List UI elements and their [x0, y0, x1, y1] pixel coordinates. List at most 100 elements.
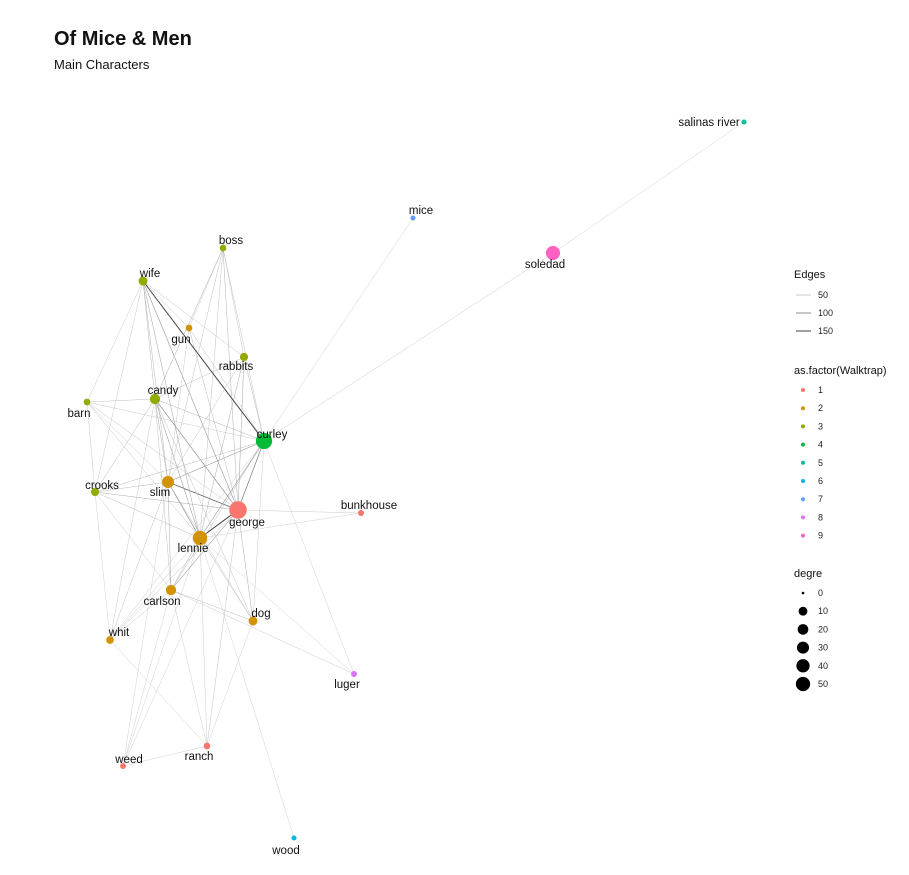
legend-color-key-6: [801, 479, 805, 483]
legend-color-title: as.factor(Walktrap): [794, 365, 887, 377]
edge-curley-boss: [222, 247, 265, 442]
legend-color-label-2: 2: [818, 403, 823, 413]
legend-size-label-50: 50: [818, 679, 828, 689]
legend-edge-label-100: 100: [818, 308, 833, 318]
node-label-george: george: [229, 517, 265, 529]
node-barn: [83, 398, 91, 406]
legend-color-label-9: 9: [818, 531, 823, 541]
edge-slim-dog: [167, 481, 254, 622]
edge-curley-wife: [142, 280, 265, 442]
edge-george-curley: [237, 440, 265, 511]
page-subtitle: Main Characters: [54, 57, 150, 72]
edge-curley-dog: [252, 440, 265, 622]
edge-lennie-bunkhouse: [199, 512, 362, 539]
page-title: Of Mice & Men: [54, 28, 192, 50]
edge-whit-ranch: [109, 639, 208, 747]
edge-curley-rabbits: [243, 356, 265, 442]
legend-size-label-30: 30: [818, 643, 828, 653]
edges-layer: [86, 121, 745, 839]
legend-edge-label-50: 50: [818, 290, 828, 300]
edge-curley-slim: [167, 440, 265, 483]
legend-color-key-9: [801, 533, 805, 538]
edge-wife-rabbits: [142, 280, 245, 358]
node-label-slim: slim: [150, 487, 170, 499]
labels-layer: georgeranchweedbunkhouselennieslimcarlso…: [67, 117, 739, 857]
edge-slim-rabbits: [167, 356, 245, 483]
edge-weed-ranch: [122, 745, 208, 767]
edge-carlson-luger: [170, 589, 355, 675]
node-wood: [291, 835, 297, 841]
edge-wife-barn: [86, 280, 144, 403]
edge-curley-barn: [86, 401, 265, 442]
edge-curley-luger: [263, 440, 355, 675]
node-luger: [351, 671, 357, 677]
edge-lennie-slim: [167, 481, 201, 539]
node-slim: [162, 476, 174, 488]
node-george: [229, 501, 247, 519]
edge-lennie-carlson: [170, 537, 201, 591]
legend-size-key-40: [796, 659, 810, 673]
edge-carlson-crooks: [94, 491, 172, 591]
node-label-barn: barn: [67, 408, 90, 420]
edge-george-weed: [122, 509, 239, 767]
edge-george-bunkhouse: [237, 509, 362, 514]
edge-slim-carlson: [167, 481, 172, 591]
edge-candy-whit: [109, 398, 156, 641]
edge-crooks-wife: [94, 280, 144, 493]
nodes-layer: [83, 119, 747, 841]
node-label-ranch: ranch: [185, 751, 214, 763]
edge-candy-rabbits: [154, 356, 245, 400]
node-label-mice: mice: [409, 205, 433, 217]
edge-boss-rabbits: [222, 247, 245, 358]
node-bunkhouse: [358, 510, 364, 516]
node-label-rabbits: rabbits: [219, 361, 254, 373]
node-carlson: [165, 584, 177, 596]
node-salinas-river: [741, 119, 747, 125]
node-label-soledad: soledad: [525, 259, 565, 271]
node-candy: [149, 393, 161, 405]
node-label-dog: dog: [251, 608, 270, 620]
edge-candy-carlson: [154, 398, 172, 591]
node-label-wood: wood: [271, 845, 300, 857]
edge-gun-slim: [167, 327, 190, 483]
edge-george-rabbits: [237, 356, 245, 511]
node-label-gun: gun: [171, 334, 190, 346]
edge-slim-weed: [122, 481, 169, 767]
legend-color-label-3: 3: [818, 421, 823, 431]
edge-george-crooks: [94, 491, 239, 511]
node-label-salinas-river: salinas river: [678, 117, 740, 129]
edge-candy-wife: [142, 280, 156, 400]
node-boss: [219, 244, 227, 252]
node-lennie: [192, 530, 208, 546]
legend-color-key-3: [801, 424, 805, 429]
edge-lennie-whit: [109, 537, 201, 641]
legend-size-label-40: 40: [818, 661, 828, 671]
legend-size-key-20: [797, 624, 809, 635]
legend-size-key-30: [796, 641, 810, 654]
node-label-wife: wife: [139, 268, 160, 280]
edge-lennie-ranch: [199, 537, 208, 747]
edge-candy-crooks: [94, 398, 156, 493]
node-label-candy: candy: [148, 385, 179, 397]
edge-carlson-whit: [109, 589, 172, 641]
legend-size-label-20: 20: [818, 624, 828, 634]
legend-color-label-6: 6: [818, 476, 823, 486]
edge-george-ranch: [206, 509, 239, 747]
legend-color-label-5: 5: [818, 458, 823, 468]
node-wife: [138, 276, 148, 286]
node-dog: [248, 616, 258, 626]
node-soledad: [545, 245, 561, 261]
edge-carlson-ranch: [170, 589, 208, 747]
edge-curley-carlson: [170, 440, 265, 591]
legend-color-key-5: [801, 460, 805, 465]
node-ranch: [203, 742, 211, 750]
edge-dog-ranch: [206, 620, 254, 747]
edge-lennie-curley: [199, 440, 265, 539]
node-gun: [185, 324, 193, 332]
legend-size-key-10: [798, 606, 808, 616]
edge-lennie-barn: [86, 401, 201, 539]
edge-curley-crooks: [94, 440, 265, 493]
edge-george-candy: [154, 398, 239, 511]
legend-color-key-1: [801, 388, 805, 392]
